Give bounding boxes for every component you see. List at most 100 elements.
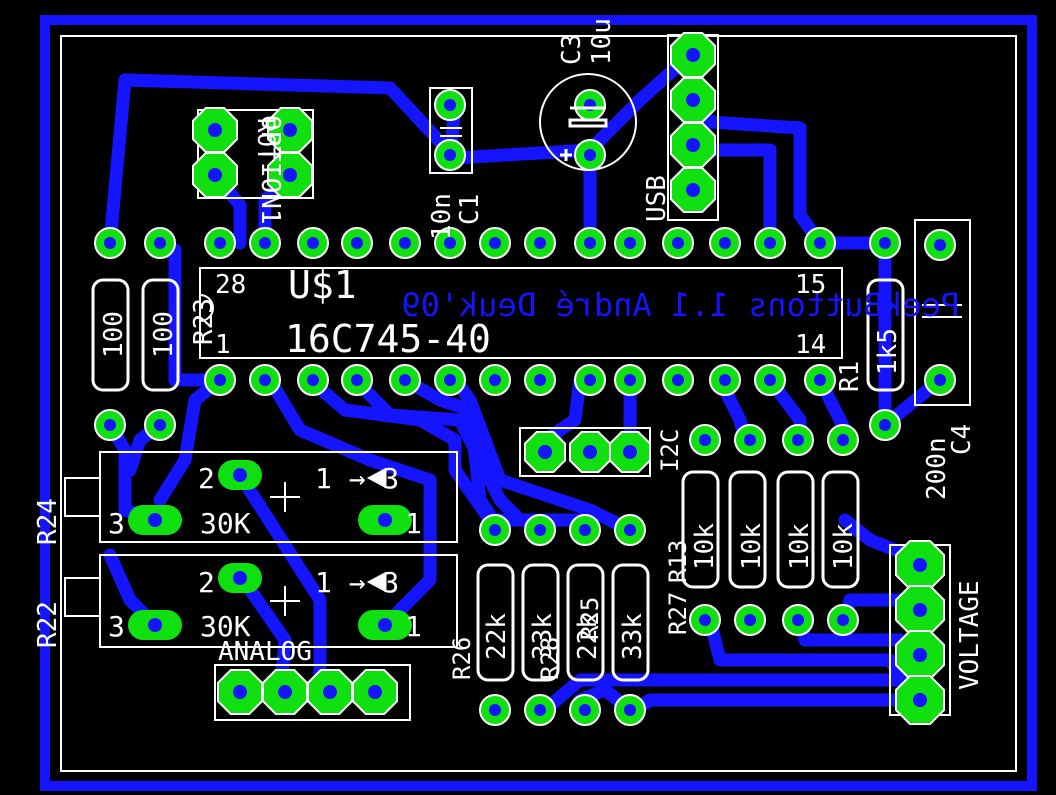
option-rot-label: ROT bbox=[252, 118, 280, 161]
r24-label: R24 bbox=[33, 498, 63, 545]
r-10k-a: 10k bbox=[690, 523, 720, 570]
pad-drill bbox=[837, 434, 849, 446]
pad-drill bbox=[699, 614, 711, 626]
pot1-pin1: 1 bbox=[405, 507, 422, 540]
pad-drill bbox=[489, 237, 501, 249]
pad-drill bbox=[837, 614, 849, 626]
pad-drill bbox=[208, 123, 222, 137]
c3-label: C3 bbox=[557, 34, 587, 65]
pad-drill bbox=[699, 434, 711, 446]
silk-outline bbox=[60, 35, 1017, 772]
r23-value: 100 bbox=[149, 311, 179, 358]
pad-drill bbox=[104, 237, 116, 249]
pad-drill bbox=[444, 99, 456, 111]
pad-drill bbox=[307, 237, 319, 249]
r22-label: R22 bbox=[33, 601, 63, 648]
pad-drill bbox=[534, 524, 546, 536]
pad-drill bbox=[764, 374, 776, 386]
pad-drill bbox=[686, 138, 700, 152]
r1-value: 1k5 bbox=[873, 328, 903, 375]
r26-label: R26 bbox=[448, 637, 476, 680]
pad-drill bbox=[489, 374, 501, 386]
r27-label: R27 bbox=[664, 592, 692, 635]
pad-drill bbox=[624, 237, 636, 249]
pad-drill bbox=[444, 237, 456, 249]
pad-drill bbox=[148, 513, 162, 527]
pad-drill bbox=[378, 513, 392, 527]
r-left-value: 100 bbox=[99, 311, 129, 358]
pad-drill bbox=[399, 237, 411, 249]
pad-drill bbox=[719, 237, 731, 249]
pad-drill bbox=[744, 614, 756, 626]
pad-drill bbox=[444, 149, 456, 161]
pad-drill bbox=[148, 618, 162, 632]
ic-pin14: 14 bbox=[795, 330, 826, 360]
c4-value: 200n bbox=[922, 437, 952, 500]
pad-drill bbox=[444, 374, 456, 386]
pad-drill bbox=[814, 374, 826, 386]
pad-drill bbox=[686, 183, 700, 197]
pad-drill bbox=[399, 374, 411, 386]
pad-drill bbox=[879, 419, 891, 431]
analog-label: ANALOG bbox=[218, 637, 312, 667]
r28-value: 33k bbox=[528, 613, 558, 660]
pad-drill bbox=[624, 524, 636, 536]
pot2-pin3: 3 bbox=[108, 610, 125, 643]
pad-drill bbox=[744, 434, 756, 446]
pad-drill bbox=[934, 374, 946, 386]
pad-drill bbox=[624, 704, 636, 716]
pad-drill bbox=[368, 685, 382, 699]
pad-drill bbox=[233, 468, 247, 482]
pad-drill bbox=[208, 168, 222, 182]
i2c-label: I2C bbox=[656, 429, 684, 472]
pad-drill bbox=[686, 93, 700, 107]
r-10k-d: 10k bbox=[829, 523, 859, 570]
pad-drill bbox=[259, 237, 271, 249]
r1-label: R1 bbox=[835, 361, 865, 392]
pad-drill bbox=[307, 374, 319, 386]
r-10k-c: 10k bbox=[785, 523, 815, 570]
pad-drill bbox=[534, 704, 546, 716]
pot1-pin2: 2 bbox=[198, 462, 215, 495]
pad-drill bbox=[719, 374, 731, 386]
pad-drill bbox=[764, 237, 776, 249]
r28-label: R28 bbox=[536, 637, 564, 680]
pad-drill bbox=[534, 374, 546, 386]
pot1-pin3: 3 bbox=[108, 507, 125, 540]
pot2-pin13: 1 → 3 bbox=[315, 566, 399, 599]
c4-label: C4 bbox=[947, 424, 977, 455]
ic-pin15: 15 bbox=[795, 270, 826, 300]
pads bbox=[94, 32, 956, 726]
pot1-pin13: 1 → 3 bbox=[315, 462, 399, 495]
c1-label: C1 bbox=[455, 194, 485, 225]
pad-drill bbox=[489, 524, 501, 536]
pad-drill bbox=[623, 445, 637, 459]
pad-drill bbox=[154, 419, 166, 431]
ic-pin1: 1 bbox=[215, 330, 231, 360]
pad-drill bbox=[351, 374, 363, 386]
resistor-bodies bbox=[91, 278, 905, 682]
pad-drill bbox=[104, 419, 116, 431]
pad-drill bbox=[214, 374, 226, 386]
pad-drill bbox=[792, 614, 804, 626]
pad-drill bbox=[579, 704, 591, 716]
ic-part: 16C745-40 bbox=[285, 317, 491, 361]
pad-drill bbox=[913, 603, 927, 617]
pad-drill bbox=[233, 571, 247, 585]
r25-label: R25 bbox=[576, 597, 604, 640]
pad-drill bbox=[672, 237, 684, 249]
board-outline bbox=[40, 15, 1037, 791]
pad-drill bbox=[378, 618, 392, 632]
voltage-label: VOLTAGE bbox=[955, 580, 985, 690]
pad-drill bbox=[538, 445, 552, 459]
pad-drill bbox=[814, 237, 826, 249]
pad-drill bbox=[584, 149, 596, 161]
r26-value: 22k bbox=[482, 613, 512, 660]
pad-drill bbox=[233, 685, 247, 699]
ic-pin28: 28 bbox=[215, 270, 246, 300]
pad-drill bbox=[583, 445, 597, 459]
pad-drill bbox=[584, 237, 596, 249]
pad-drill bbox=[489, 704, 501, 716]
r13-label: R13 bbox=[664, 540, 692, 583]
